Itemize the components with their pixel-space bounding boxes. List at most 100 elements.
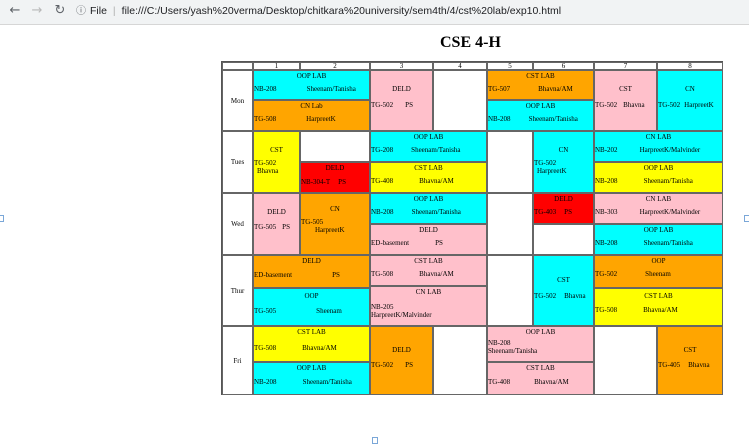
slot-room: NB-208 bbox=[488, 115, 511, 123]
day-label: Wed bbox=[222, 193, 253, 255]
period-header: 6 bbox=[533, 62, 594, 70]
slot-title: OOP LAB bbox=[296, 364, 327, 372]
slot-title: CN bbox=[685, 85, 695, 93]
slot-title: CST LAB bbox=[526, 72, 555, 80]
resize-handle[interactable] bbox=[372, 437, 378, 444]
slot-title: DELD bbox=[302, 257, 321, 265]
slot-room: NB-205 bbox=[371, 303, 394, 311]
slot-teacher: HarpreetK/Malvinder bbox=[639, 146, 701, 154]
period-header: 7 bbox=[594, 62, 657, 70]
slot-title: OOP bbox=[651, 257, 666, 265]
slot-room: TG-505 bbox=[301, 218, 324, 226]
slot-room: NB-208 bbox=[371, 208, 394, 216]
slot-teacher: Sheenam bbox=[645, 270, 671, 278]
forward-arrow-icon[interactable]: → bbox=[31, 3, 43, 18]
slot-room: NB-208 bbox=[595, 177, 618, 185]
slot-cell: CST LAB TG-408 Bhavna/AM bbox=[370, 162, 487, 193]
slot-teacher: Sheenam/Tanisha bbox=[306, 85, 356, 93]
slot-room: TG-508 bbox=[254, 344, 277, 352]
slot-title: CN bbox=[330, 205, 340, 213]
slot-teacher: Bhavna/AM bbox=[643, 306, 678, 314]
slot-room: TG-408 bbox=[371, 177, 394, 185]
empty-slot bbox=[433, 70, 487, 131]
slot-title: CST bbox=[557, 276, 570, 284]
period-header: 2 bbox=[300, 62, 370, 70]
timetable: 1 2 3 4 5 6 7 8 Mon Tues Wed Thur Fri OO… bbox=[221, 61, 723, 395]
slot-title: DELD bbox=[267, 208, 286, 216]
slot-detail: TG-502 Sheenam bbox=[595, 270, 671, 278]
slot-room: TG-505 bbox=[254, 307, 277, 315]
slot-title: DELD bbox=[392, 346, 411, 354]
slot-detail: TG-508 Bhavna/AM bbox=[595, 306, 678, 314]
slot-teacher: HarpreetK/Malvinder bbox=[639, 208, 701, 216]
period-header: 3 bbox=[370, 62, 433, 70]
slot-title: CST LAB bbox=[414, 164, 443, 172]
slot-room: TG-508 bbox=[595, 306, 618, 314]
slot-title: DELD bbox=[554, 195, 573, 203]
url-prefix: File bbox=[90, 5, 107, 17]
slot-detail: NB-208 Sheenam/Tanisha bbox=[488, 115, 578, 123]
slot-room: TG-408 bbox=[488, 378, 511, 386]
empty-slot bbox=[487, 131, 533, 193]
slot-teacher: HarpreetK bbox=[684, 101, 714, 109]
slot-title: CN Lab bbox=[300, 102, 323, 110]
day-label: Fri bbox=[222, 326, 253, 395]
slot-room: TG-502 bbox=[595, 270, 618, 278]
slot-room: TG-502 bbox=[595, 101, 618, 109]
slot-teacher: HarpreetK bbox=[315, 226, 345, 234]
slot-room: TG-502 bbox=[254, 159, 277, 167]
url-separator: | bbox=[112, 5, 116, 17]
slot-title: OOP LAB bbox=[643, 164, 674, 172]
resize-handle[interactable] bbox=[0, 215, 4, 222]
slot-teacher: Bhavna bbox=[257, 167, 279, 175]
slot-teacher: Sheenam/Tanisha bbox=[528, 115, 578, 123]
back-arrow-icon[interactable]: ← bbox=[9, 3, 21, 18]
slot-room: NB-208 bbox=[254, 378, 277, 386]
slot-teacher: Bhavna bbox=[623, 101, 645, 109]
empty-slot bbox=[594, 326, 657, 395]
slot-teacher: Bhavna/AM bbox=[419, 177, 454, 185]
empty-slot bbox=[487, 193, 533, 255]
slot-teacher: Sheenam/Tanisha bbox=[643, 177, 693, 185]
day-label: Thur bbox=[222, 255, 253, 326]
reload-icon[interactable]: ↻ bbox=[54, 3, 66, 18]
slot-teacher: Bhavna/AM bbox=[538, 85, 573, 93]
slot-title: CST LAB bbox=[526, 364, 555, 372]
info-icon[interactable]: ⓘ bbox=[76, 6, 86, 17]
resize-handle[interactable] bbox=[744, 215, 749, 222]
slot-teacher: PS bbox=[435, 239, 443, 247]
slot-detail: NB-208 Sheenam/Tanisha bbox=[595, 177, 693, 185]
slot-title: OOP bbox=[304, 292, 319, 300]
slot-teacher: Sheenam/Tanisha bbox=[411, 208, 461, 216]
